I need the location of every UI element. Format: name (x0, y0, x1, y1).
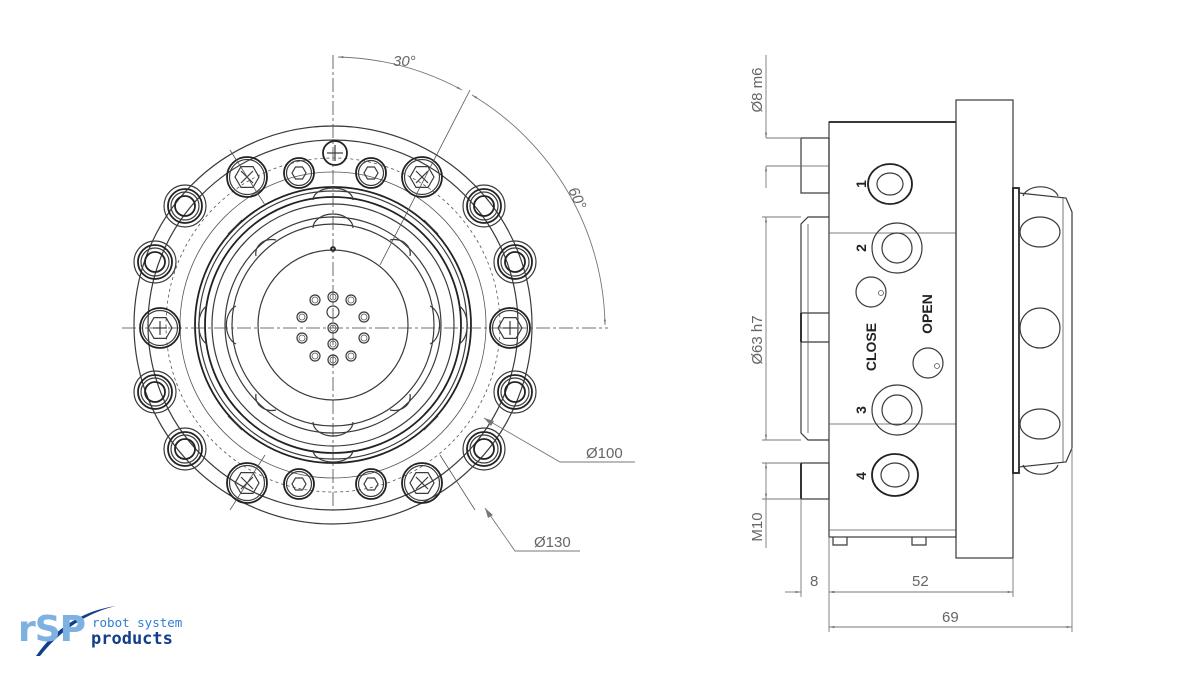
logo-mark: rSP (18, 609, 86, 650)
pin-diameter-dim: Ø8 m6 (749, 67, 766, 112)
length-dim-8: 8 (810, 573, 818, 590)
port-label-3: 3 (853, 406, 869, 414)
mounting-bolts (139, 140, 531, 504)
locating-pin (800, 137, 830, 194)
bore-boss (800, 216, 829, 441)
logo-line1: robot system (92, 615, 183, 630)
side-view: 1 2 3 4 CLOSE OPEN Ø8 m6 Ø63 h7 M10 8 52… (749, 55, 1073, 632)
logo-swoosh-icon (36, 606, 116, 656)
logo-line2: products (91, 629, 173, 649)
port-label-1: 1 (853, 180, 869, 188)
diameter-dim-100: Ø100 (586, 445, 623, 462)
flange (955, 99, 1014, 559)
length-dim-69: 69 (942, 609, 959, 626)
length-dim-52: 52 (912, 573, 929, 590)
bore-diameter-dim: Ø63 h7 (749, 315, 766, 364)
front-view: 30° 60° Ø100 Ø130 (122, 53, 635, 552)
angle-dim-30: 30° (393, 53, 416, 70)
thread-pin (800, 462, 830, 500)
thread-dim: M10 (749, 512, 766, 541)
port-label-2: 2 (853, 244, 869, 252)
locking-ring (1018, 192, 1073, 468)
ports (855, 163, 944, 497)
port-label-4: 4 (853, 472, 869, 480)
open-label: OPEN (919, 294, 935, 334)
tool-plate-body (828, 121, 957, 538)
angle-dim-60: 60° (564, 185, 589, 213)
close-label: CLOSE (863, 323, 879, 371)
diameter-dim-130: Ø130 (534, 534, 571, 551)
rsp-logo: rSP robot system products (18, 604, 208, 658)
